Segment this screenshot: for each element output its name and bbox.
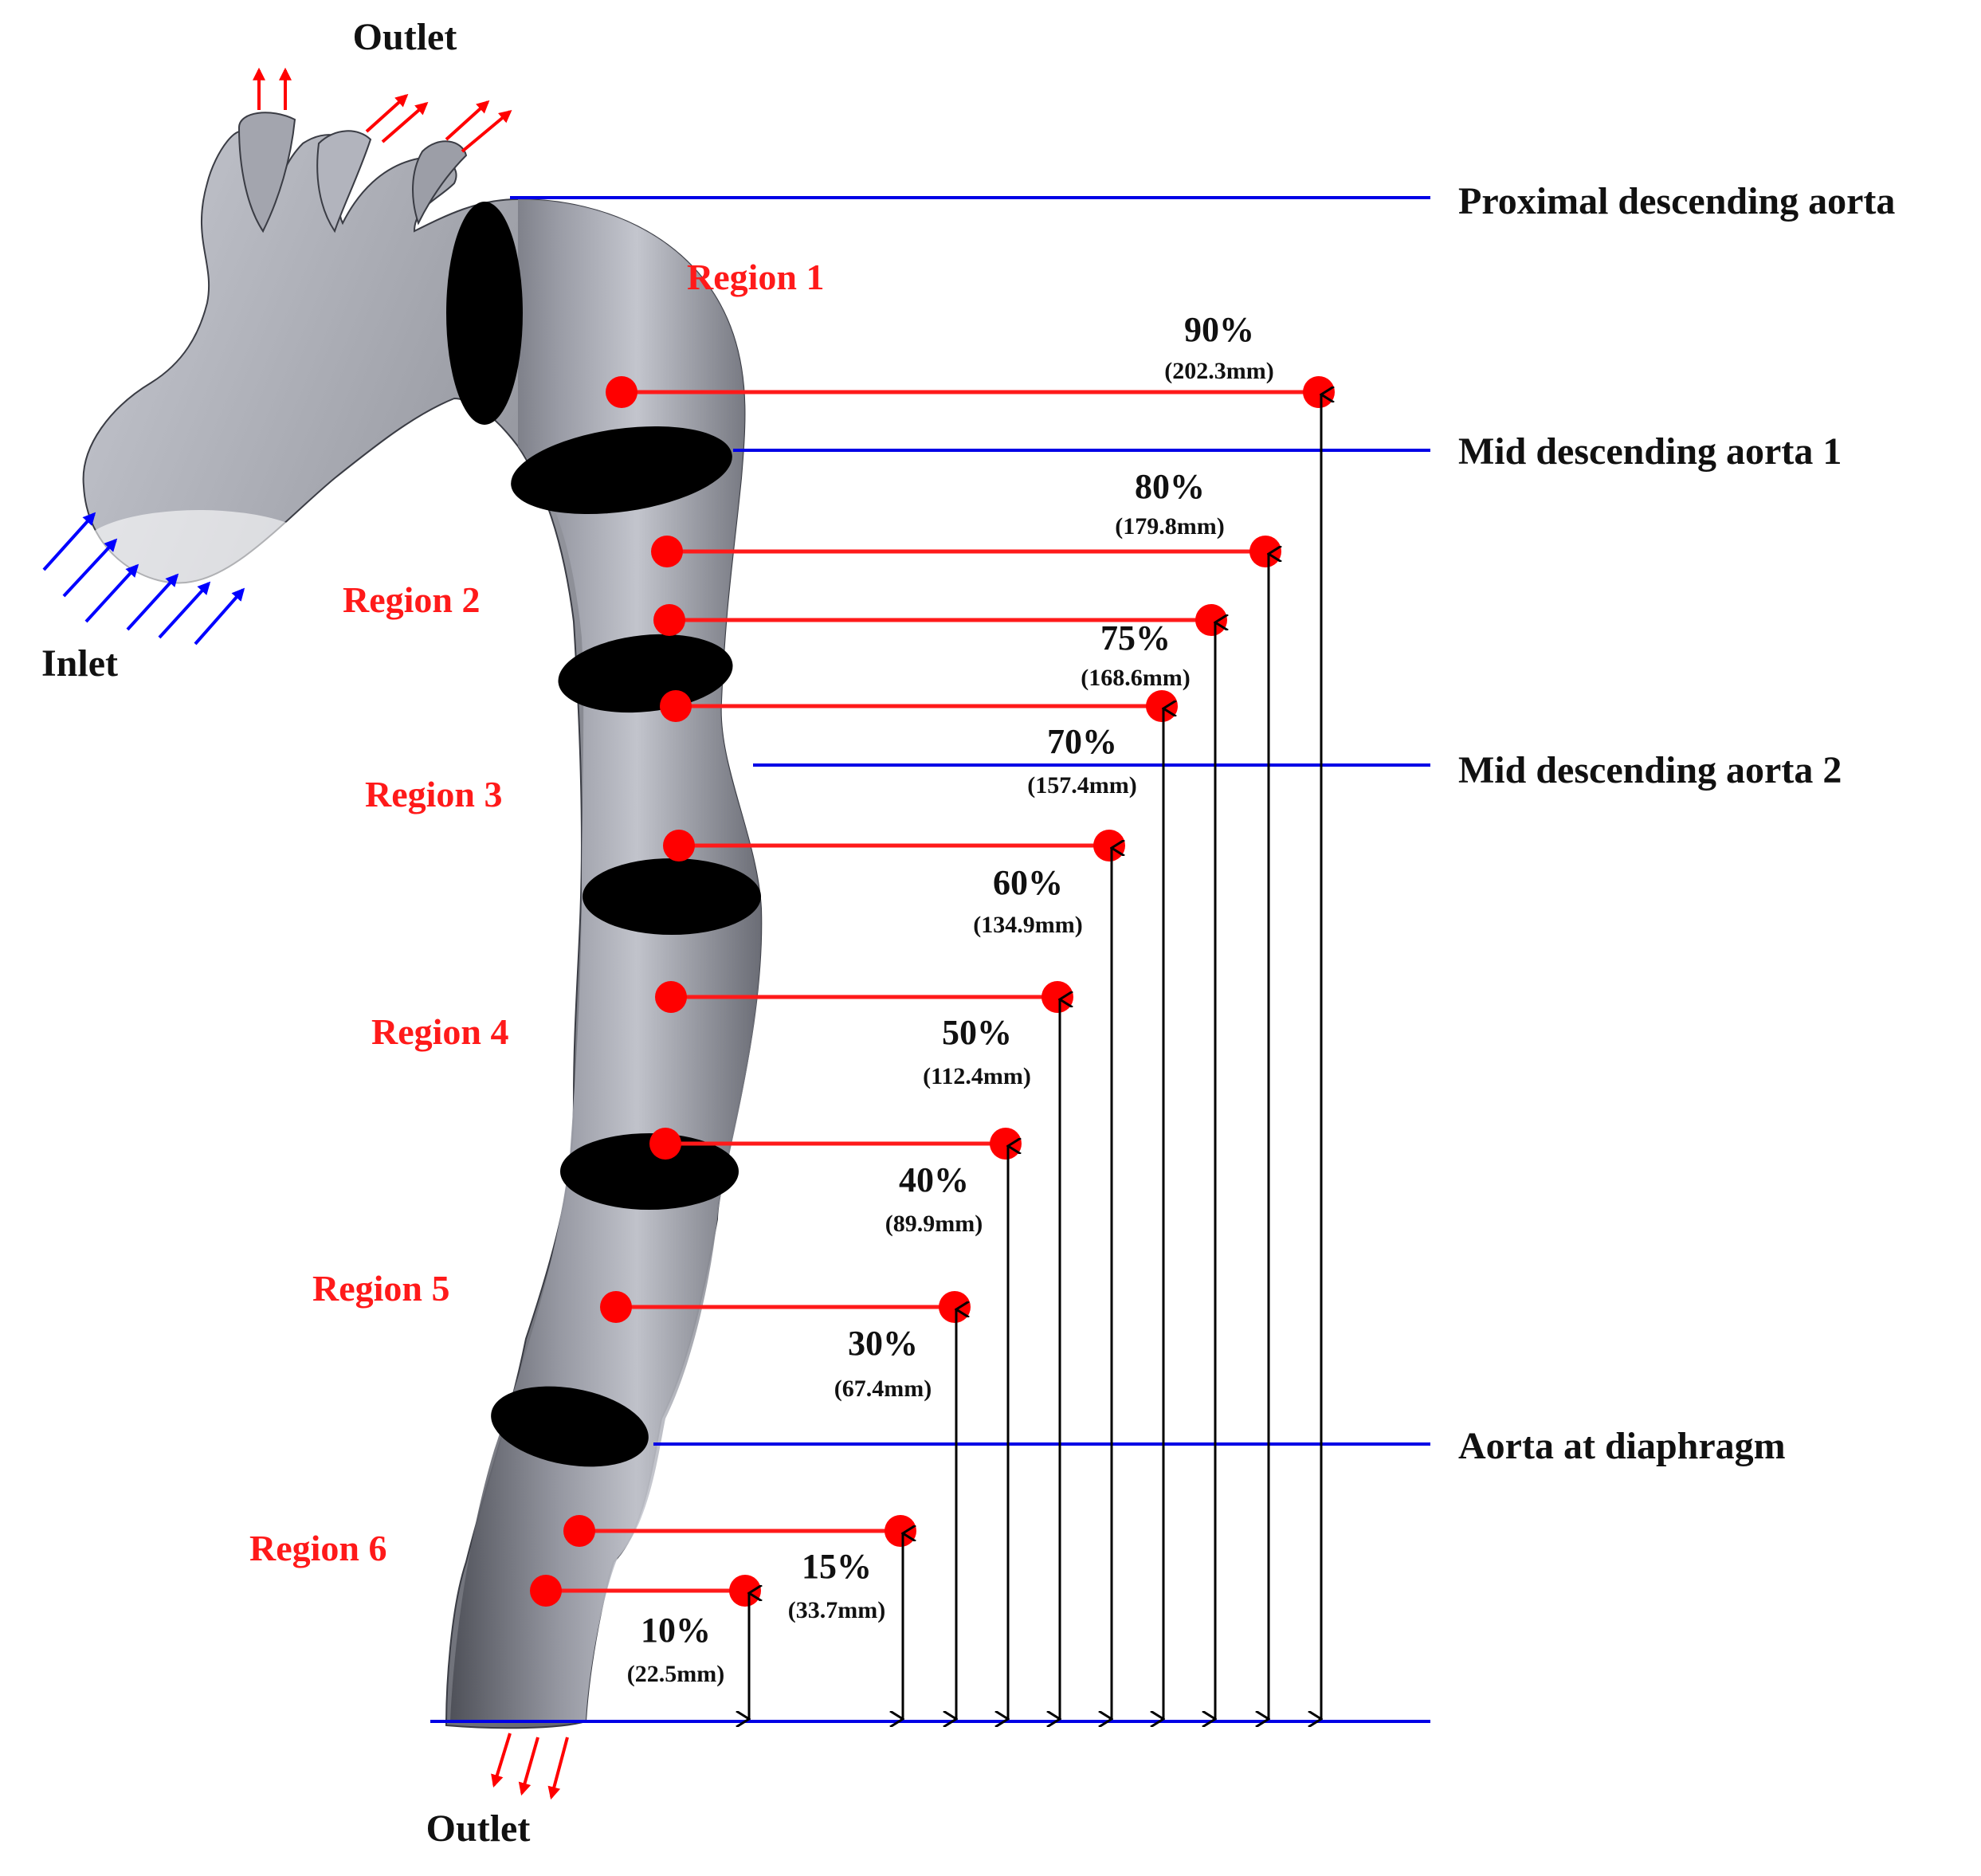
level-label-proximal: Proximal descending aorta	[1458, 180, 1895, 222]
marker-start-10	[530, 1575, 562, 1607]
pct-label-15: 15%	[802, 1547, 872, 1586]
marker-start-50	[655, 981, 687, 1013]
measurement-labels: 90% (202.3mm) 80% (179.8mm) 75% (168.6mm…	[627, 310, 1274, 1687]
marker-start-40	[649, 1128, 681, 1160]
marker-end-75	[1195, 604, 1227, 636]
marker-end-70	[1146, 690, 1178, 722]
inflow-arrow	[42, 512, 96, 571]
marker-end-90	[1303, 376, 1335, 408]
descending-aorta	[450, 199, 762, 1721]
section-mid-1	[511, 426, 732, 515]
level-label-diaphragm: Aorta at diaphragm	[1458, 1425, 1786, 1467]
mm-label-70: (157.4mm)	[1027, 772, 1136, 799]
mm-label-30: (67.4mm)	[834, 1376, 932, 1402]
branch-vessel-3	[412, 140, 468, 226]
mm-label-60: (134.9mm)	[973, 912, 1082, 938]
marker-start-60	[663, 830, 695, 861]
inflow-arrow	[126, 573, 179, 631]
section-proximal	[446, 202, 523, 425]
pct-label-10: 10%	[641, 1611, 711, 1650]
cross-sections	[446, 202, 761, 1467]
outflow-arrow	[547, 1737, 569, 1800]
height-arrows	[749, 394, 1321, 1719]
inlet-label: Inlet	[41, 642, 118, 685]
region-label-3: Region 3	[365, 774, 503, 814]
outflow-arrow	[365, 93, 409, 133]
marker-end-60	[1093, 830, 1125, 861]
inflow-arrow	[62, 538, 118, 598]
marker-end-30	[939, 1291, 971, 1323]
section-2	[558, 634, 733, 713]
pct-label-30: 30%	[848, 1324, 918, 1363]
marker-end-50	[1041, 981, 1073, 1013]
outlet-top-label: Outlet	[353, 16, 457, 58]
outlet-bottom-label: Outlet	[426, 1807, 531, 1850]
section-3	[583, 858, 761, 935]
inflow-arrow	[194, 587, 245, 646]
pct-label-60: 60%	[993, 863, 1063, 902]
outflow-arrow	[445, 100, 490, 141]
pct-label-80: 80%	[1135, 467, 1205, 506]
pct-label-90: 90%	[1184, 310, 1254, 349]
section-diaphragm	[491, 1386, 649, 1467]
pct-label-70: 70%	[1047, 722, 1117, 761]
mm-label-15: (33.7mm)	[788, 1597, 885, 1623]
region-label-6: Region 6	[249, 1528, 387, 1568]
inflow-arrows	[42, 512, 245, 646]
inflow-arrow	[84, 563, 139, 623]
marker-end-80	[1249, 536, 1281, 567]
outflow-arrow	[491, 1733, 512, 1788]
mm-label-80: (179.8mm)	[1115, 513, 1224, 540]
marker-end-15	[885, 1515, 916, 1547]
section-4	[560, 1133, 739, 1210]
marker-start-70	[660, 690, 692, 722]
marker-start-30	[600, 1291, 632, 1323]
outflow-arrow	[518, 1737, 539, 1796]
marker-start-75	[653, 604, 685, 636]
marker-start-15	[563, 1515, 595, 1547]
outflow-arrow	[381, 101, 429, 143]
branch-vessel-2	[316, 130, 372, 234]
pct-label-40: 40%	[899, 1160, 969, 1199]
outflow-arrow	[461, 109, 512, 153]
aorta-model	[80, 112, 763, 1729]
outflow-arrows-bottom	[491, 1733, 569, 1800]
region-label-1: Region 1	[687, 257, 825, 297]
mm-label-50: (112.4mm)	[923, 1063, 1031, 1089]
mm-label-75: (168.6mm)	[1081, 665, 1190, 691]
pct-label-75: 75%	[1100, 618, 1171, 657]
mm-label-40: (89.9mm)	[885, 1211, 983, 1237]
region-label-2: Region 2	[343, 579, 481, 620]
level-label-mid-2: Mid descending aorta 2	[1458, 749, 1842, 791]
marker-start-90	[606, 376, 637, 408]
inflow-arrow	[158, 581, 211, 639]
mm-label-90: (202.3mm)	[1164, 358, 1273, 384]
marker-start-80	[651, 536, 683, 567]
inlet-opening	[80, 510, 319, 590]
region-label-4: Region 4	[371, 1011, 509, 1052]
region-label-5: Region 5	[312, 1268, 450, 1309]
pct-label-50: 50%	[942, 1013, 1012, 1052]
marker-end-10	[729, 1575, 761, 1607]
outflow-arrows-top	[253, 67, 512, 153]
marker-end-40	[990, 1128, 1022, 1160]
level-label-mid-1: Mid descending aorta 1	[1458, 430, 1842, 473]
branch-vessel-1	[237, 112, 296, 233]
mm-label-10: (22.5mm)	[627, 1661, 724, 1687]
